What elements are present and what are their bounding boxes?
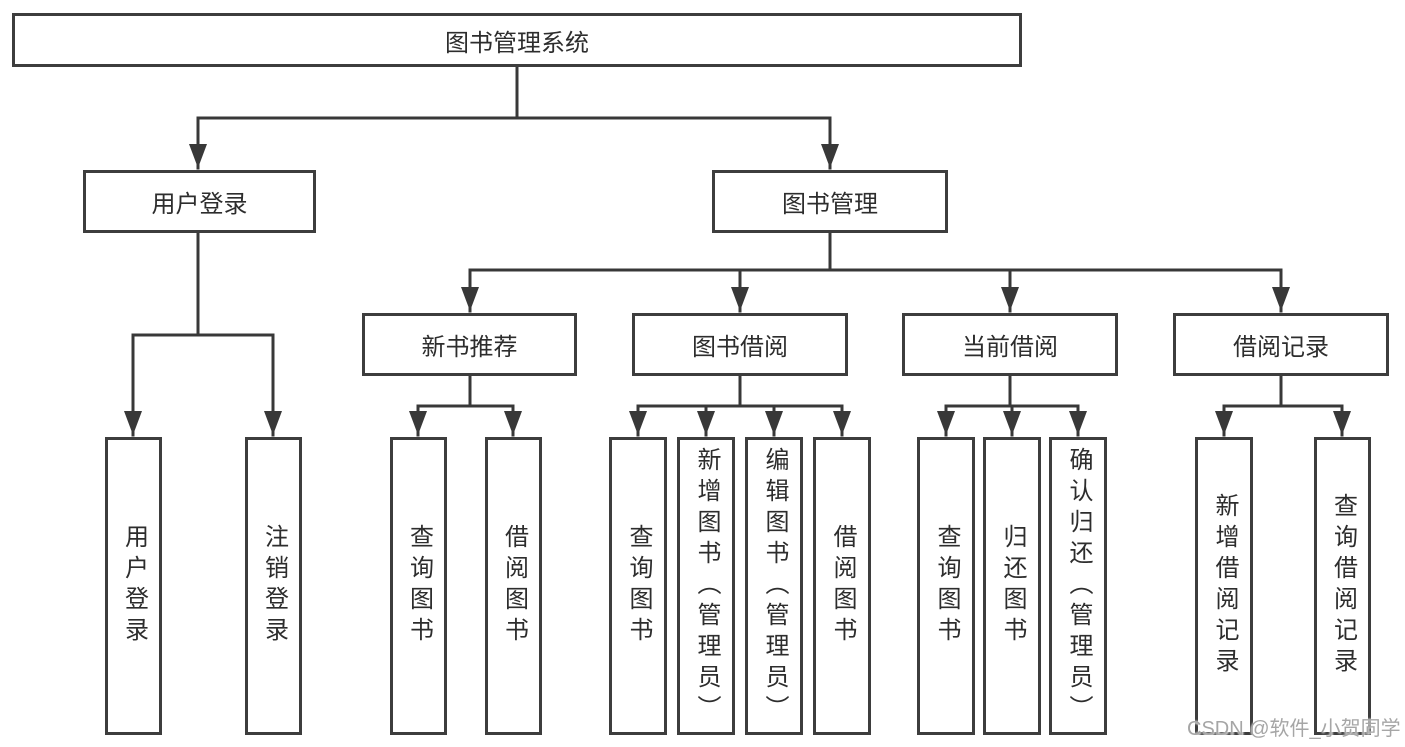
node-borrow-records-label: 借阅记录 [1233, 334, 1329, 361]
leaf-confirm-return-admin: 确认归还（管理员） [1049, 437, 1107, 735]
leaf-logout: 注销登录 [245, 437, 302, 735]
leaf-return-books: 归还图书 [983, 437, 1041, 735]
leaf-edit-books-admin: 编辑图书（管理员） [745, 437, 803, 735]
node-root-label: 图书管理系统 [445, 29, 589, 57]
node-book-borrow: 图书借阅 [632, 313, 848, 376]
leaf-borrow-books-recommend-label: 借阅图书 [500, 524, 528, 648]
leaf-borrow-books-borrow-label: 借阅图书 [829, 524, 856, 648]
leaf-logout-label: 注销登录 [260, 524, 288, 648]
leaf-query-books-recommend: 查询图书 [390, 437, 447, 735]
leaf-query-books-current: 查询图书 [917, 437, 975, 735]
leaf-query-books-borrow: 查询图书 [609, 437, 667, 735]
csdn-watermark: CSDN @软件_小贺同学 [1187, 718, 1401, 740]
leaf-query-borrow-record-label: 查询借阅记录 [1329, 493, 1357, 679]
leaf-add-books-admin-label: 新增图书（管理员） [693, 446, 720, 726]
node-user-login: 用户登录 [83, 170, 316, 233]
node-new-book-recommend-label: 新书推荐 [421, 334, 518, 361]
node-new-book-recommend: 新书推荐 [362, 313, 577, 376]
leaf-query-borrow-record: 查询借阅记录 [1314, 437, 1371, 735]
node-book-management-label: 图书管理 [782, 191, 878, 218]
node-book-borrow-label: 图书借阅 [692, 334, 788, 361]
leaf-confirm-return-admin-label: 确认归还（管理员） [1065, 446, 1092, 726]
leaf-edit-books-admin-label: 编辑图书（管理员） [761, 446, 788, 726]
node-current-borrow: 当前借阅 [902, 313, 1118, 376]
leaf-add-books-admin: 新增图书（管理员） [677, 437, 735, 735]
leaf-user-login: 用户登录 [105, 437, 162, 735]
node-book-management: 图书管理 [712, 170, 948, 233]
leaf-query-books-borrow-label: 查询图书 [625, 524, 652, 648]
leaf-borrow-books-recommend: 借阅图书 [485, 437, 542, 735]
leaf-add-borrow-record: 新增借阅记录 [1195, 437, 1253, 735]
leaf-query-books-recommend-label: 查询图书 [405, 524, 433, 648]
node-user-login-label: 用户登录 [151, 191, 248, 218]
leaf-borrow-books-borrow: 借阅图书 [813, 437, 871, 735]
leaf-add-borrow-record-label: 新增借阅记录 [1211, 493, 1238, 679]
node-root: 图书管理系统 [12, 13, 1022, 67]
leaf-query-books-current-label: 查询图书 [933, 524, 960, 648]
leaf-return-books-label: 归还图书 [999, 524, 1026, 648]
node-current-borrow-label: 当前借阅 [962, 334, 1058, 361]
node-borrow-records: 借阅记录 [1173, 313, 1389, 376]
leaf-user-login-label: 用户登录 [120, 524, 148, 648]
